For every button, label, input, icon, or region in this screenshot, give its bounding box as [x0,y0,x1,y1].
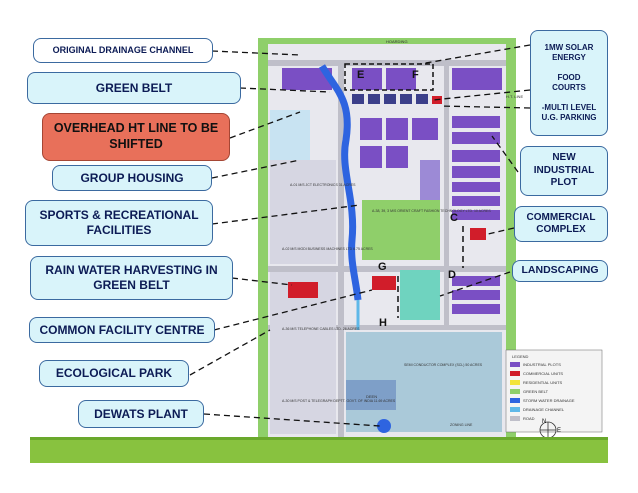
road-east-spine [444,60,449,325]
callout-label: GREEN BELT [95,80,173,95]
svg-text:N: N [542,419,546,425]
callout-commercial-complex: COMMERCIAL COMPLEX [514,206,608,242]
callout-label: RAIN WATER HARVESTING IN GREEN BELT [45,263,218,292]
ht-line-label: H.T. LINE [506,94,523,99]
legend-item-label: DRAINAGE CHANNEL [523,407,565,412]
plot-tele-label: A-36 M/S TELEPHONE CABLES LTD. 26 ACRES [282,327,360,331]
road-north [268,60,506,66]
green-belt-east [506,38,516,438]
solar-zone-box [344,63,434,91]
deen-label: DEEN [366,394,377,399]
hoarding-label: HOARDING [386,39,408,44]
road-west-spine [338,60,344,438]
zone-letter-d: D [448,269,456,281]
callout-label: COMMON FACILITY CENTRE [39,322,205,337]
green-belt-west [258,38,268,438]
commercial-complex-block [470,228,486,240]
group-housing-plot [270,110,310,160]
zone-letter-g: G [378,261,387,273]
ground-strip-edge [30,437,608,440]
north-industrial-plots [282,68,502,90]
road-central [268,266,506,272]
legend-item-label: STORM WATER DRAINAGE [523,398,575,403]
callout-label: ORIGINAL DRAINAGE CHANNEL [52,44,194,55]
semicon-label: SEMI CONDUCTOR COMPLEX (SCL) 50 ACRES [404,363,483,367]
callout-ecological-park: ECOLOGICAL PARK [39,360,189,387]
callout-common-facility-centre: COMMON FACILITY CENTRE [29,317,215,343]
plot-a1-label: A-01 M/S JCT ELECTRONICS 31 ACRES [290,183,356,187]
callout-green-belt: GREEN BELT [27,72,241,104]
road-south [268,325,506,330]
orient-craft-plot [362,200,440,260]
callout-group-housing: GROUP HOUSING [52,165,212,191]
svg-text:E: E [557,428,561,434]
plot-a2-label: A-02 M/S MODI BUSINESS MACHINES LTD 6.75… [282,247,373,251]
solar-panels [352,94,428,104]
dewats-plant-marker [377,419,391,433]
legend-title: LEGEND [512,354,529,359]
legend-item-label: ROAD [523,416,535,421]
callout-landscaping: LANDSCAPING [512,260,608,282]
callout-label: COMMERCIAL COMPLEX [526,211,596,236]
callout-original-drainage-channel: ORIGINAL DRAINAGE CHANNEL [33,38,213,63]
legend-swatches [510,362,520,421]
green-belt-north [258,38,516,44]
landscaping-area [400,270,440,320]
central-industrial-plots [360,116,500,314]
zoning-line-label: ZONING LINE [450,423,473,427]
zone-letter-h: H [379,317,387,329]
legend-item-label: GREEN BELT [523,389,549,394]
callout-dewats-plant: DEWATS PLANT [78,400,204,428]
common-facility-block [372,276,396,290]
callout-label: DEWATS PLANT [94,406,188,421]
callout-label: ECOLOGICAL PARK [55,366,173,380]
ecological-park-area [346,380,396,410]
plot-tele2-label: A-30 M/S POST & TELEGRAPH DEPTT. GOVT. O… [282,399,396,403]
callout-sports-recreational: SPORTS & RECREATIONAL FACILITIES [25,200,213,246]
ground-strip [30,437,608,463]
zone-letter-e: E [357,69,364,81]
legend-items: INDUSTRIAL PLOTS COMMERCIAL UNITS RESIDENT… [523,362,575,421]
callout-label: 1MW SOLAR ENERGY FOOD COURTS -MULTI LEVE… [541,43,597,122]
callout-rain-water-harvesting: RAIN WATER HARVESTING IN GREEN BELT [30,256,233,300]
legend-box [505,349,603,433]
callout-solar-food-parking: 1MW SOLAR ENERGY FOOD COURTS -MULTI LEVE… [530,30,608,136]
callout-label: OVERHEAD HT LINE TO BE SHIFTED [53,121,219,151]
callout-new-industrial-plot: NEW INDUSTRIAL PLOT [520,146,608,196]
semiconductor-complex [346,332,502,432]
legend-item-label: COMMERCIAL UNITS [523,371,563,376]
zone-letter-c: C [450,212,458,224]
callout-label: LANDSCAPING [521,264,599,277]
callout-label: NEW INDUSTRIAL PLOT [533,152,595,189]
plot-mid-label: A-38, 39, 3 M/S ORIENT CRAFT FASHION TEC… [372,209,491,213]
legend-item-label: INDUSTRIAL PLOTS [523,362,561,367]
plot-a30 [270,382,336,434]
callout-leader-lines [189,44,531,427]
zone-letter-f: F [412,69,419,81]
sports-facility-block [288,282,318,298]
callout-label: GROUP HOUSING [80,170,184,185]
drainage-channel [318,64,362,301]
callout-label: SPORTS & RECREATIONAL FACILITIES [39,208,199,237]
legend-item-label: RESIDENTIAL UNITS [523,380,563,385]
callout-overhead-ht-line: OVERHEAD HT LINE TO BE SHIFTED [42,113,230,161]
